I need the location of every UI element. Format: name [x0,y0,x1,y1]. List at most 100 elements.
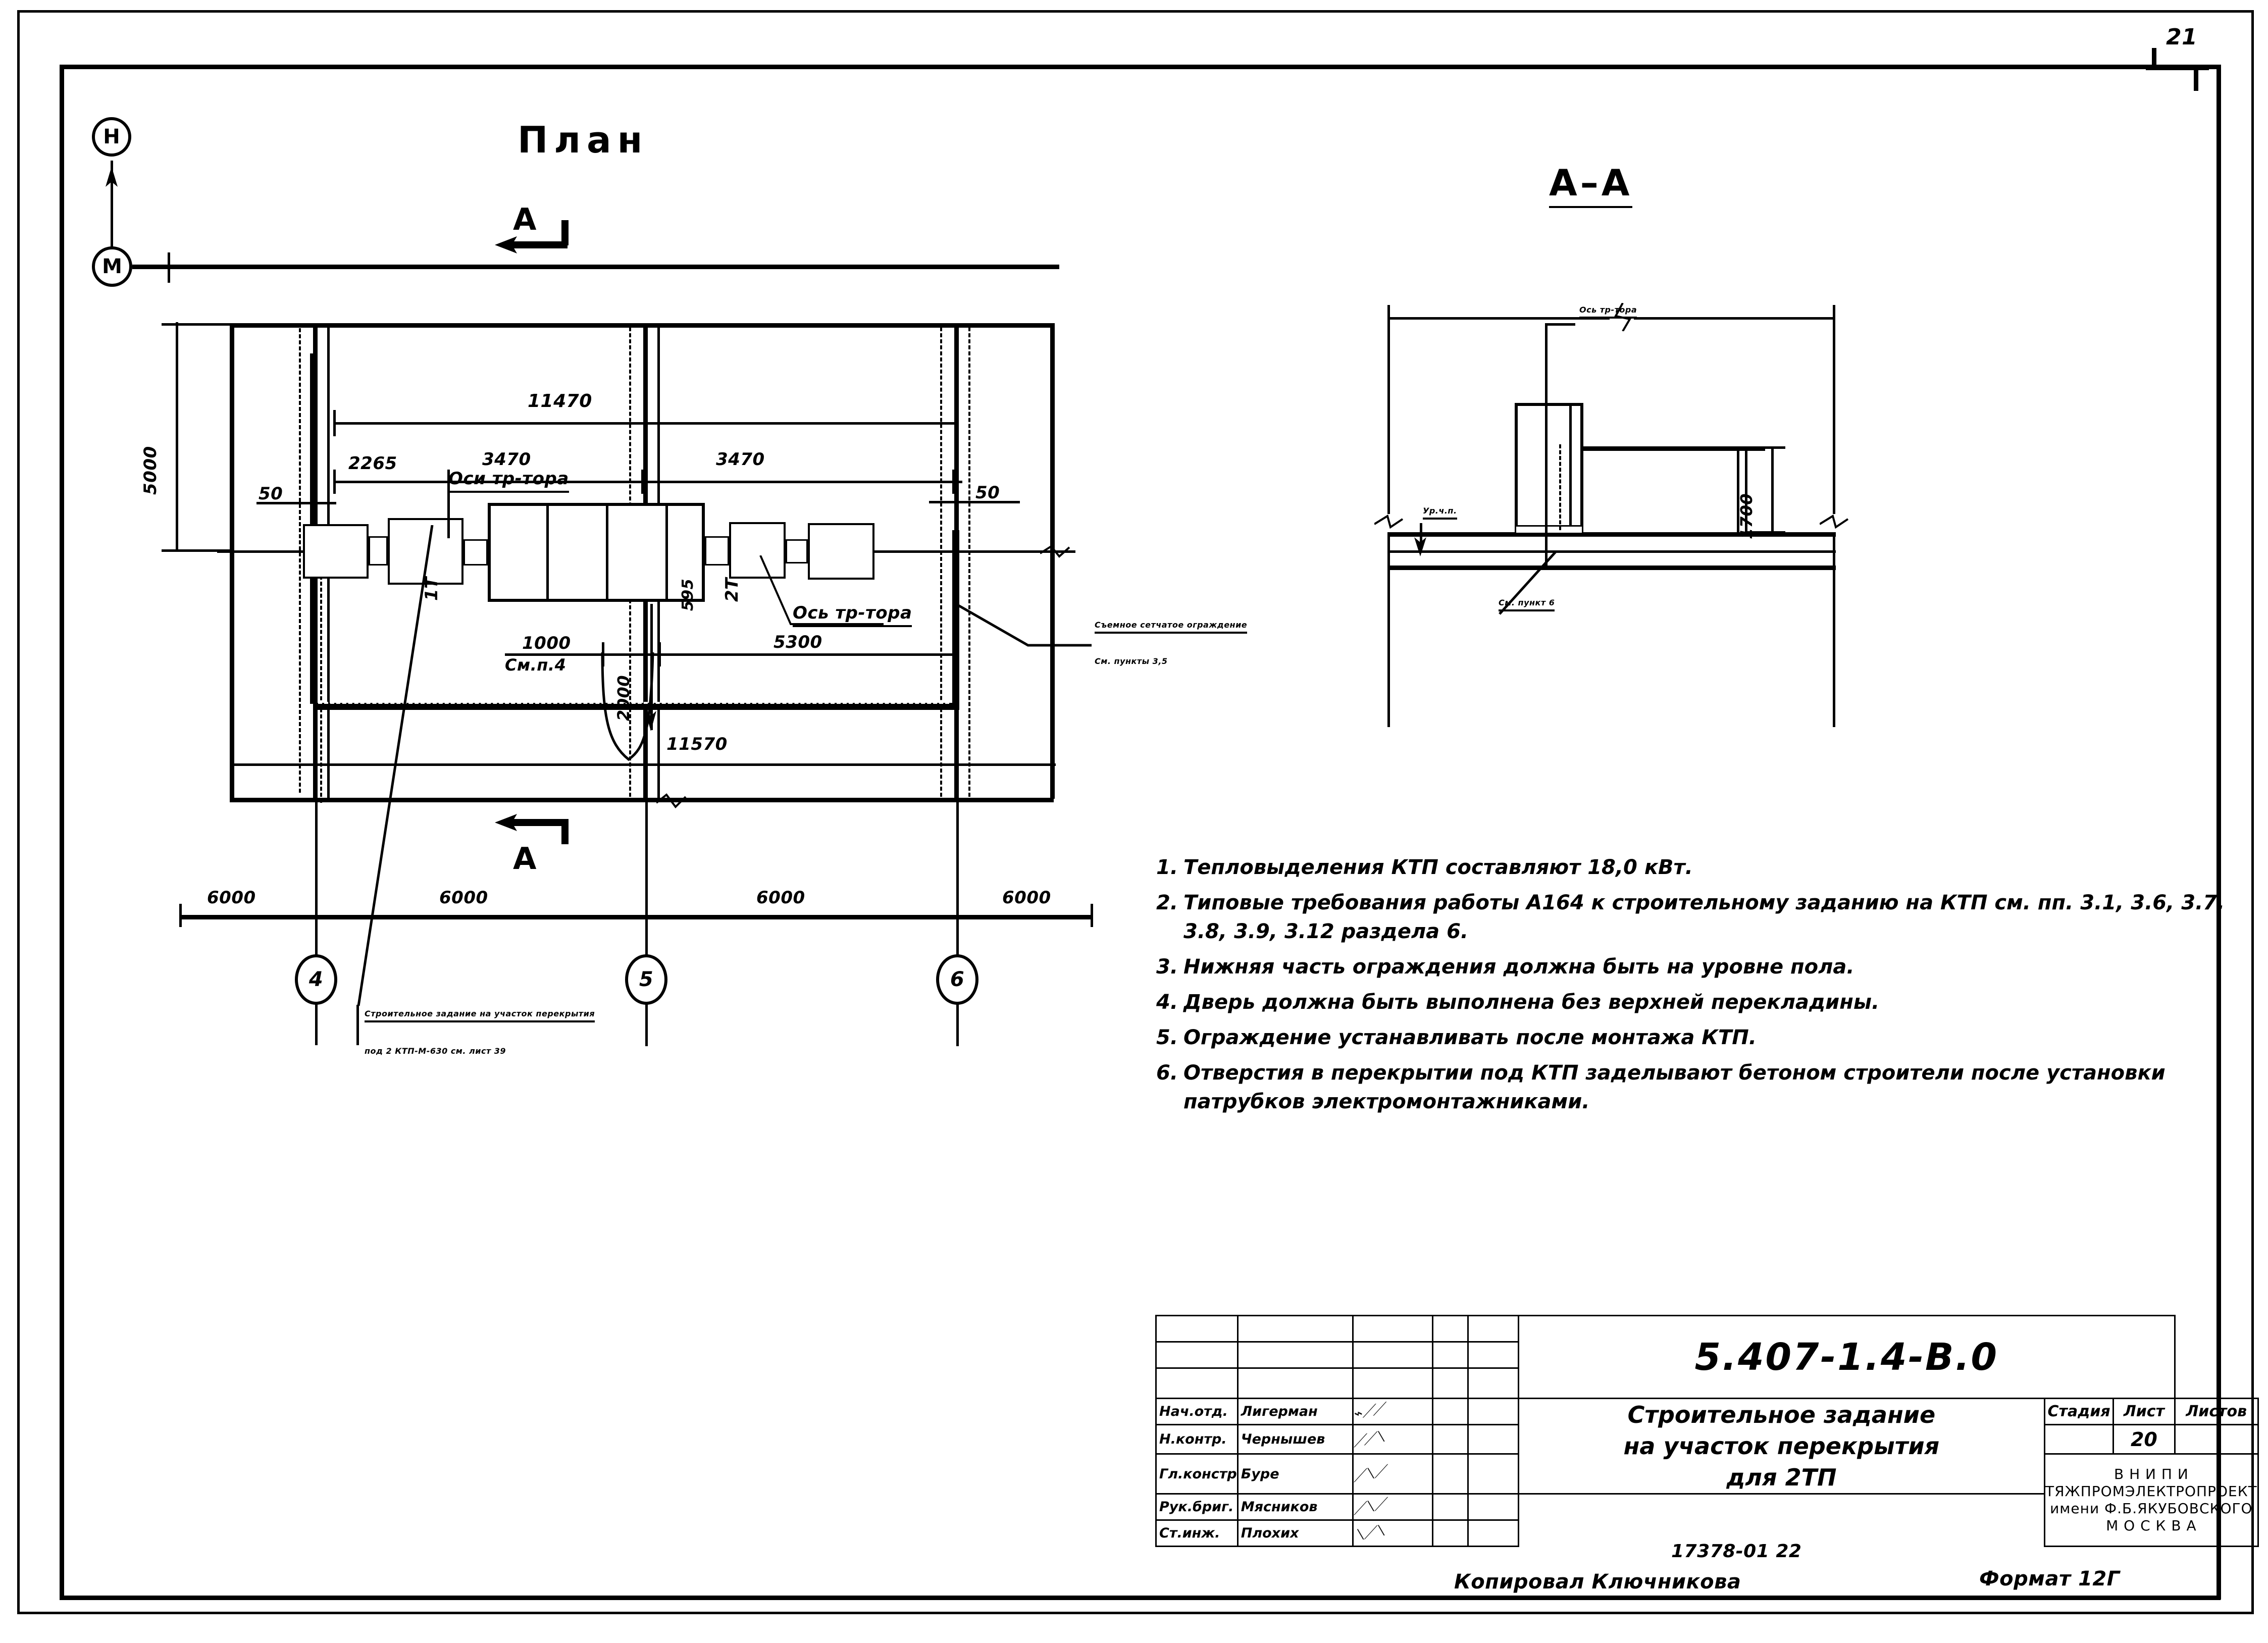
rev-cell[interactable] [1431,1341,1469,1369]
ktp-base-line [488,599,705,601]
fence-callout-leader [952,602,1092,647]
sig-date[interactable] [1431,1493,1469,1521]
title-block: 5.407-1.4-В.0 Нач.отд. Лигерман ⌁⟋⟋ [1155,1315,2259,1547]
grid-bubble-4: 4 [295,954,337,1005]
section-floor-bottom [1387,566,1836,570]
section-hidden-edge [1559,444,1561,530]
rev-cell[interactable] [1431,1367,1469,1399]
ktp-divider-2 [606,505,608,600]
sig-extra[interactable] [1467,1519,1519,1547]
axes-transformer-top-leader [447,485,450,538]
sig-date[interactable] [1431,1398,1469,1425]
sig-date[interactable] [1431,1453,1469,1495]
drawing-code: 5.407-1.4-В.0 [1517,1315,2176,1399]
dim-row-line [333,481,962,483]
dim-row-tick-3 [952,470,955,494]
plan-slab-left-edge [230,323,234,799]
plan-slab-top-edge [230,323,1054,328]
rev-cell[interactable] [1155,1315,1239,1343]
rev-cell[interactable] [1352,1367,1433,1399]
note-number: 5. [1156,1026,1178,1049]
section-arrow-top-icon [495,236,517,253]
section-top-tick-l [1387,305,1390,326]
dim-5000-tick-bot [162,549,232,552]
sig-name: Плохих [1236,1519,1354,1547]
slab-callout-leader [357,525,434,1006]
dim-row-tick-1 [447,470,450,494]
sig-role: Н.контр. [1155,1424,1239,1455]
grid-bubble-6: 6 [936,954,978,1005]
sig-date[interactable] [1431,1519,1469,1547]
rev-cell[interactable] [1236,1367,1354,1399]
dim-50-right-line [929,501,1020,503]
org-line2: ТЯЖПРОМЭЛЕКТРОПРОЕКТ [2045,1483,2257,1500]
org-line1: В Н И П И [2114,1466,2189,1482]
sig-mark[interactable]: ⟋⟍⟋ [1352,1493,1433,1521]
sig-name: Мясников [1236,1493,1354,1521]
rev-cell[interactable] [1467,1367,1519,1399]
section-arrow-bottom-icon [495,814,517,831]
sig-role: Ст.инж. [1155,1519,1239,1547]
sig-mark[interactable]: ⟍⟋⟍ [1352,1519,1433,1547]
dim-50-left: 50 [259,484,283,504]
axis-transformer-bottom-leader [759,555,884,625]
frame-bottom [17,1612,2254,1614]
dim-1700-tick-top [1745,446,1785,449]
grid-span-3: 6000 [1002,888,1051,908]
sig-extra[interactable] [1467,1453,1519,1495]
dim-11570-line [230,763,1056,766]
dim-5000-line [176,322,178,550]
note-text: Ограждение устанавливать после монтажа К… [1183,1026,1757,1049]
dim-11470-tick-l [333,410,336,436]
north-arrow-icon [106,167,118,187]
section-axis-label: Ось тр-тора [1579,305,1637,319]
copied-by: Копировал Ключникова [1454,1570,1741,1594]
sig-extra[interactable] [1467,1493,1519,1521]
note-number: 6. [1156,1061,1178,1085]
equipment-block-b [808,523,874,580]
spacer-cell [1518,1494,2044,1520]
dim-1700-tick-bot [1745,531,1785,534]
see-item-6-label: См. пункт 6 [1499,598,1555,611]
dim-row-tick-0 [333,470,336,494]
sheet-title: Строительное задание на участок перекрыт… [1517,1398,2046,1495]
rev-cell[interactable] [1352,1315,1433,1343]
section-transformer-axis [1545,323,1548,566]
rev-cell[interactable] [1236,1341,1354,1369]
rev-cell[interactable] [1155,1367,1239,1399]
grid-bubble-6-stem [956,915,959,958]
section-mark-top-flag [561,220,569,245]
sig-name: Буре [1236,1453,1354,1495]
note-item: 1. Тепловыделения КТП составляют 18,0 кВ… [1156,853,2227,882]
sig-name: Чернышев [1236,1424,1354,1455]
sheet-border-inner [60,65,2221,1600]
sig-extra[interactable] [1467,1424,1519,1455]
rev-cell[interactable] [1467,1341,1519,1369]
rev-cell[interactable] [1155,1341,1239,1369]
section-top-dim-b [1634,317,1835,320]
sig-mark[interactable]: ⌁⟋⟋ [1352,1398,1433,1425]
grid-span-1: 6000 [439,888,488,908]
sheet-title-line2: на участок перекрытия [1623,1432,1940,1460]
dim-5300: 5300 [774,632,822,652]
rev-cell[interactable] [1352,1341,1433,1369]
note-number: 4. [1156,991,1178,1014]
sig-extra[interactable] [1467,1398,1519,1425]
inner-frame-bottom [60,1596,2221,1600]
section-floor-top [1387,532,1836,537]
slab-callout-line1: Строительное задание на участок перекрыт… [365,1009,595,1022]
dim-1700-line [1771,446,1774,532]
rev-cell[interactable] [1431,1315,1469,1343]
section-enclosure-top [1583,446,1765,451]
rev-cell[interactable] [1467,1315,1519,1343]
section-mark-top-bar [511,241,568,248]
section-mark-top: А [513,202,537,237]
section-right-break-icon [1820,514,1849,529]
sig-mark[interactable]: ⟋⟍⟋ [1352,1453,1433,1495]
rev-cell[interactable] [1236,1315,1354,1343]
sig-mark[interactable]: ⟋⟋⟍ [1352,1424,1433,1455]
axis-transformer-bottom-label: Ось тр-тора [793,603,912,627]
axes-transformer-top-label: Оси тр-тора [448,469,569,493]
sig-date[interactable] [1431,1424,1469,1455]
inner-frame-top [60,65,2221,69]
